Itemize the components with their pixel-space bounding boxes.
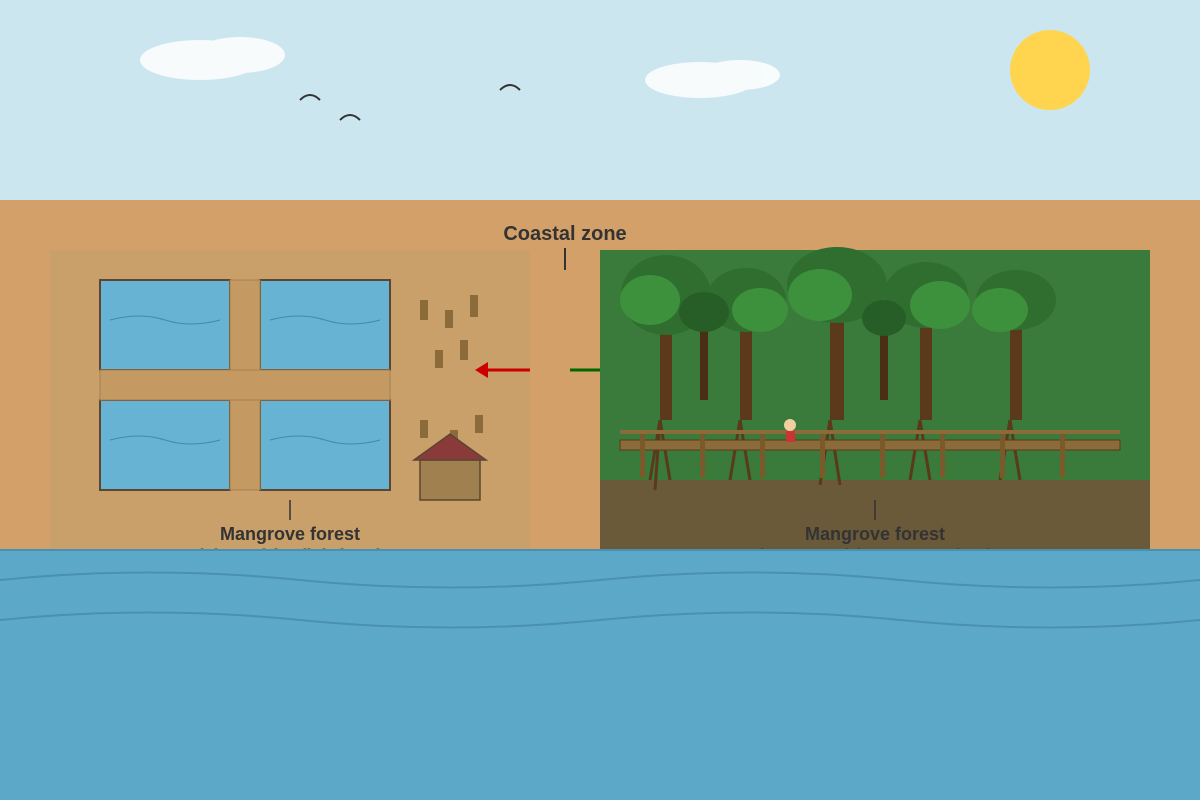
cleared-forest-label: Mangrove forest — [220, 524, 360, 544]
stump-icon — [460, 340, 468, 360]
fish-ponds — [99, 279, 391, 491]
tree-icon — [787, 247, 887, 420]
boardwalk-icon — [619, 430, 1121, 478]
preserved-forest-label: Mangrove forest — [805, 524, 945, 544]
cloud-icon — [140, 37, 285, 80]
dike-horizontal — [99, 369, 391, 401]
sea-waves — [0, 571, 1200, 629]
sea — [0, 550, 1200, 800]
mangrove-trees — [620, 247, 1056, 420]
coastal-zone-label: Coastal zone — [503, 223, 626, 245]
sun-icon — [1010, 30, 1090, 110]
tree-icon — [972, 270, 1056, 420]
fish-pond — [99, 399, 231, 491]
tree-icon — [884, 262, 970, 420]
stump-icon — [445, 310, 453, 328]
stump-icon — [470, 295, 478, 317]
bird-icon — [339, 114, 361, 121]
hut-icon — [411, 433, 489, 501]
bird-icon — [499, 84, 521, 91]
fish-pond — [99, 279, 231, 371]
stump-icon — [420, 300, 428, 320]
stump-icon — [420, 420, 428, 438]
stump-icon — [435, 350, 443, 368]
birds — [299, 84, 521, 121]
fish-pond — [259, 279, 391, 371]
person-icon — [784, 419, 796, 442]
tree-icon — [679, 292, 729, 400]
bird-icon — [299, 94, 321, 101]
cloud-icon — [645, 60, 780, 98]
stump-icon — [475, 415, 483, 433]
left-arrow-icon — [475, 362, 530, 378]
sky — [0, 0, 1200, 200]
tree-icon — [862, 300, 906, 400]
fish-pond — [259, 399, 391, 491]
